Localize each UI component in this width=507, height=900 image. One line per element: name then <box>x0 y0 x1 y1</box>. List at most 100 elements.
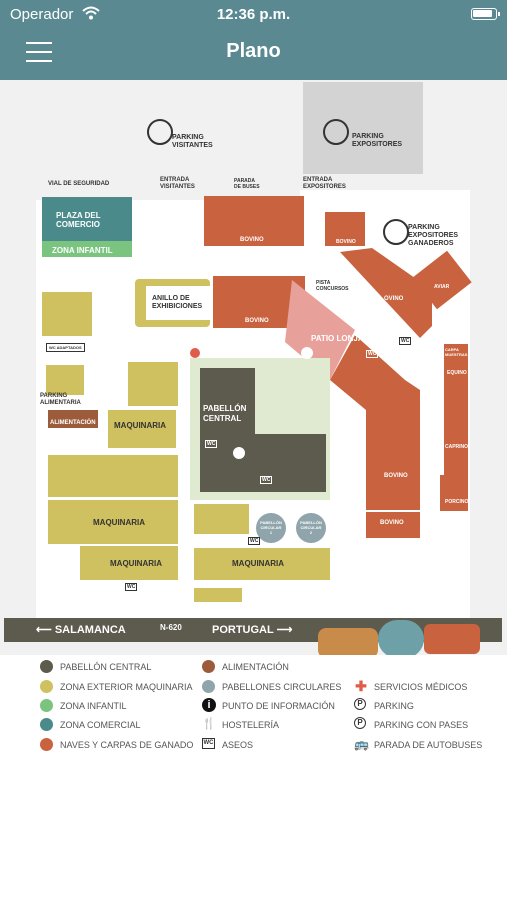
bovino-block-long[interactable] <box>330 335 420 510</box>
plaza-comercio-block[interactable] <box>42 197 132 241</box>
zona-infantil-block[interactable] <box>42 241 132 257</box>
parking-alimentaria-block[interactable] <box>46 365 84 395</box>
pabellon-circular-1-label: PABELLÓN CIRCULAR 1 <box>260 520 282 535</box>
legend-color-dot <box>40 699 53 712</box>
maquinaria-label-h: MAQUINARIA <box>232 559 284 568</box>
pista-concursos-label: PISTA CONCURSOS <box>316 280 349 292</box>
maquinaria-block-f[interactable] <box>80 546 178 580</box>
legend-color-dot <box>202 680 215 693</box>
wc-icon[interactable]: WC <box>205 440 218 448</box>
venue-map[interactable]: PARKING VISITANTES PARKING EXPOSITORES E… <box>0 80 507 655</box>
medical-cross-icon[interactable] <box>190 348 200 358</box>
pabellon-central-label: PABELLÓN CENTRAL <box>203 404 247 423</box>
legend-color-dot <box>40 660 53 673</box>
road-code-label: N-620 <box>160 623 182 632</box>
maquinaria-block-i[interactable] <box>194 588 242 602</box>
pabellon-circular-2-label: PABELLÓN CIRCULAR 2 <box>300 520 322 535</box>
patio-lonja-label: PATIO LONJA <box>311 334 364 343</box>
wc-icon[interactable]: WC <box>399 337 412 345</box>
alimentacion-block[interactable] <box>48 410 98 428</box>
menu-bar-icon <box>26 51 52 53</box>
maquinaria-label-b: MAQUINARIA <box>114 421 166 430</box>
parking-pass-icon: P <box>354 717 366 729</box>
parking-marker-icon[interactable] <box>323 119 349 145</box>
pabellon-circular-1[interactable] <box>256 513 286 543</box>
arrow-left-icon: ⟵ <box>36 624 52 636</box>
bovino-label-long: BOVINO <box>384 473 408 479</box>
wc-icon[interactable]: WC <box>125 583 138 591</box>
caprino-label: CAPRINO <box>445 444 469 450</box>
maquinaria-block-a[interactable] <box>42 292 92 336</box>
anillo-exhibiciones-area[interactable] <box>146 286 210 320</box>
parada-buses-label: PARADA DE BUSES <box>234 178 260 190</box>
entrada-expositores-label: ENTRADA EXPOSITORES <box>303 177 346 190</box>
map-canvas[interactable] <box>0 80 507 655</box>
maquinaria-block-d[interactable] <box>48 455 178 497</box>
page-title: Plano <box>226 40 281 62</box>
porcino-block[interactable] <box>440 475 468 511</box>
alimentacion-label: ALIMENTACIÓN <box>50 420 96 426</box>
maquinaria-block-e[interactable] <box>48 500 178 544</box>
status-bar: Operador 12:36 p.m. <box>0 6 507 26</box>
aviar-label: AVIAR <box>434 284 450 290</box>
carrier-label: Operador <box>10 6 74 23</box>
legend-color-dot <box>202 660 215 673</box>
legend-color-dot <box>40 718 53 731</box>
road-right-label: PORTUGAL ⟶ <box>212 624 293 636</box>
parking-marker-icon[interactable] <box>383 219 409 245</box>
wc-icon: WC <box>202 738 215 749</box>
wifi-icon <box>82 6 100 20</box>
plaza-comercio-label: PLAZA DEL COMERCIO <box>56 211 101 229</box>
vial-seguridad-label: VIAL DE SEGURIDAD <box>48 181 110 187</box>
maquinaria-block-g[interactable] <box>194 504 249 534</box>
maquinaria-block-b[interactable] <box>108 410 176 448</box>
parking-expositores-label: PARKING EXPOSITORES <box>352 133 403 148</box>
battery-icon <box>471 8 500 20</box>
bovino-label-mid: BOVINO <box>245 318 269 324</box>
legend-color-dot <box>40 680 53 693</box>
wc-icon[interactable]: WC <box>248 537 261 545</box>
maquinaria-block-c[interactable] <box>128 362 178 406</box>
arrow-right-icon: ⟶ <box>276 624 293 636</box>
wc-adaptados-label: WC ADAPTADOS <box>46 343 85 352</box>
farm-illustration <box>318 610 482 655</box>
maquinaria-label-f: MAQUINARIA <box>110 559 162 568</box>
aviar-block[interactable] <box>412 250 472 310</box>
ovino-block[interactable] <box>340 248 432 338</box>
info-icon[interactable] <box>233 447 245 459</box>
top-bar: Operador 12:36 p.m. Plano <box>0 0 507 80</box>
menu-bar-icon <box>26 42 52 44</box>
medical-cross-icon: ✚ <box>355 678 367 694</box>
anillo-exhibiciones-label: ANILLO DE EXHIBICIONES <box>152 295 203 310</box>
map-legend: PABELLÓN CENTRAL ZONA EXTERIOR MAQUINARI… <box>0 655 507 765</box>
pabellon-circular-2[interactable] <box>296 513 326 543</box>
bovino-label-small: BOVINO <box>336 239 356 245</box>
parking-alimentaria-label: PARKING ALIMENTARIA <box>40 393 81 406</box>
info-icon[interactable] <box>301 347 313 359</box>
menu-bar-icon <box>26 60 52 62</box>
bovino-label-top: BOVINO <box>240 237 264 243</box>
parking-icon: P <box>354 698 366 710</box>
parking-visitantes-label: PARKING VISITANTES <box>172 134 213 149</box>
maquinaria-label-e: MAQUINARIA <box>93 518 145 527</box>
parking-expositores-area <box>303 82 423 174</box>
hamburger-menu-button[interactable] <box>26 42 52 62</box>
zona-infantil-label: ZONA INFANTIL <box>52 246 113 255</box>
wc-icon[interactable]: WC <box>260 476 273 484</box>
bovino-block-bottom[interactable] <box>366 512 420 538</box>
parking-marker-icon[interactable] <box>147 119 173 145</box>
entrada-visitantes-label: ENTRADA VISITANTES <box>160 177 195 190</box>
bus-icon: 🚌 <box>354 737 369 751</box>
wc-icon[interactable]: WC <box>366 350 379 358</box>
porcino-label: PORCINO <box>445 499 469 505</box>
legend-color-dot <box>40 738 53 751</box>
pabellon-central-block[interactable] <box>200 368 326 492</box>
maquinaria-block-h[interactable] <box>194 548 330 580</box>
bovino-block-top[interactable] <box>204 196 304 246</box>
ovino-label: OVINO <box>384 296 404 302</box>
bovino-block-small[interactable] <box>325 212 365 246</box>
road-left-label: ⟵ SALAMANCA <box>36 624 126 636</box>
clock: 12:36 p.m. <box>216 6 291 23</box>
carpa-muestras-label: CARPA MUESTRAS <box>445 347 468 357</box>
equino-label: EQUINO <box>447 370 467 376</box>
